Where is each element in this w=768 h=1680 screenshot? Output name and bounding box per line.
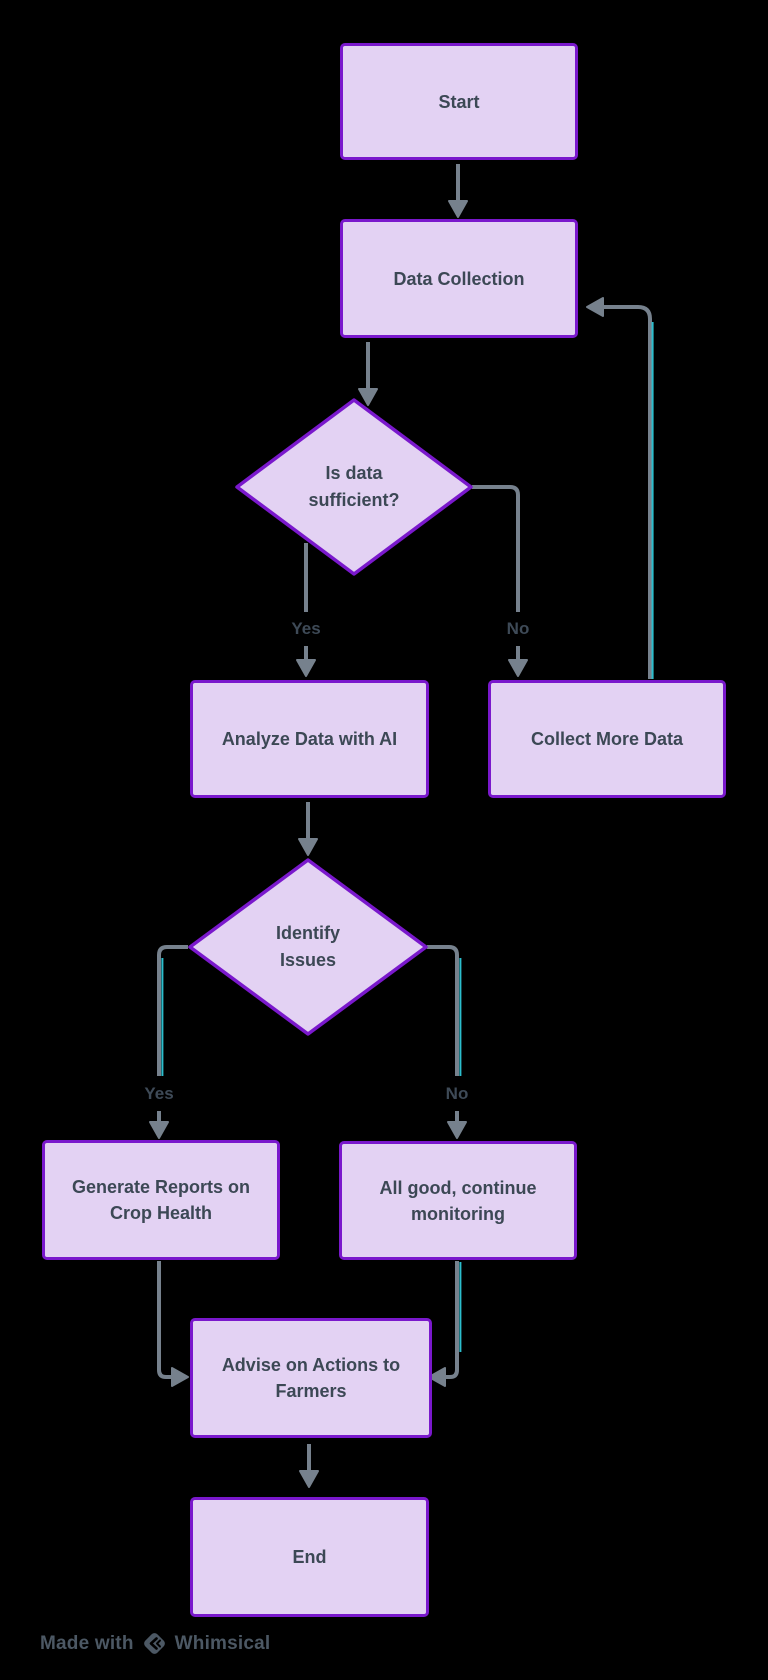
node-start-label: Start — [438, 91, 480, 112]
node-start[interactable]: Start — [340, 43, 578, 160]
arrowhead-down-icon — [298, 838, 318, 856]
node-data-collection[interactable]: Data Collection — [340, 219, 578, 338]
node-all-good[interactable]: All good, continue monitoring — [339, 1141, 577, 1260]
node-advise-farmers[interactable]: Advise on Actions to Farmers — [190, 1318, 432, 1438]
edge-label-yes-2: Yes — [144, 1084, 174, 1103]
arrowhead-down-icon — [447, 1121, 467, 1139]
arrowhead-down-icon — [296, 659, 316, 677]
edge-generate-to-advise — [157, 1261, 173, 1379]
arrowhead-down-icon — [358, 388, 378, 406]
decision-is-data-sufficient[interactable] — [235, 398, 473, 576]
node-advise-farmers-label: Advise on Actions to Farmers — [221, 1355, 401, 1401]
edge-label-no-2: No — [445, 1084, 469, 1103]
edge-decision2-yes-upper — [157, 945, 188, 1076]
arrowhead-left-icon — [428, 1367, 446, 1387]
decision-identify-issues[interactable] — [188, 858, 428, 1036]
watermark-prefix: Made with — [40, 1632, 134, 1654]
edge-loop-collect-to-data-collection — [603, 305, 652, 679]
node-collect-more-data[interactable]: Collect More Data — [488, 680, 726, 798]
edge-label-no-1: No — [506, 619, 530, 638]
arrowhead-right-icon — [171, 1367, 189, 1387]
arrowhead-down-icon — [299, 1470, 319, 1488]
whimsical-watermark[interactable]: Made with Whimsical — [40, 1630, 270, 1657]
decision-identify-issues-label: Identify Issues — [275, 923, 340, 970]
whimsical-logo-icon — [143, 1633, 165, 1654]
edge-decision1-no-upper — [472, 485, 520, 612]
node-collect-more-data-label: Collect More Data — [530, 729, 684, 749]
arrowhead-down-icon — [508, 659, 528, 677]
node-end[interactable]: End — [190, 1497, 429, 1617]
edge-allgood-to-advise — [444, 1261, 459, 1379]
arrowhead-left-icon — [586, 297, 604, 317]
node-generate-reports-label: Generate Reports on Crop Health — [71, 1177, 251, 1223]
node-analyze-data-label: Analyze Data with AI — [221, 729, 398, 749]
decision-is-data-sufficient-label: Is data sufficient? — [308, 463, 400, 510]
node-data-collection-label: Data Collection — [393, 268, 525, 289]
node-generate-reports[interactable]: Generate Reports on Crop Health — [42, 1140, 280, 1260]
arrowhead-down-icon — [149, 1121, 169, 1139]
watermark-brand: Whimsical — [174, 1632, 271, 1654]
arrowhead-down-icon — [448, 200, 468, 218]
node-end-label: End — [292, 1547, 327, 1567]
edge-label-yes-1: Yes — [291, 619, 321, 638]
node-all-good-label: All good, continue monitoring — [379, 1177, 537, 1224]
node-analyze-data[interactable]: Analyze Data with AI — [190, 680, 429, 798]
edge-decision2-no-upper — [427, 945, 459, 1076]
